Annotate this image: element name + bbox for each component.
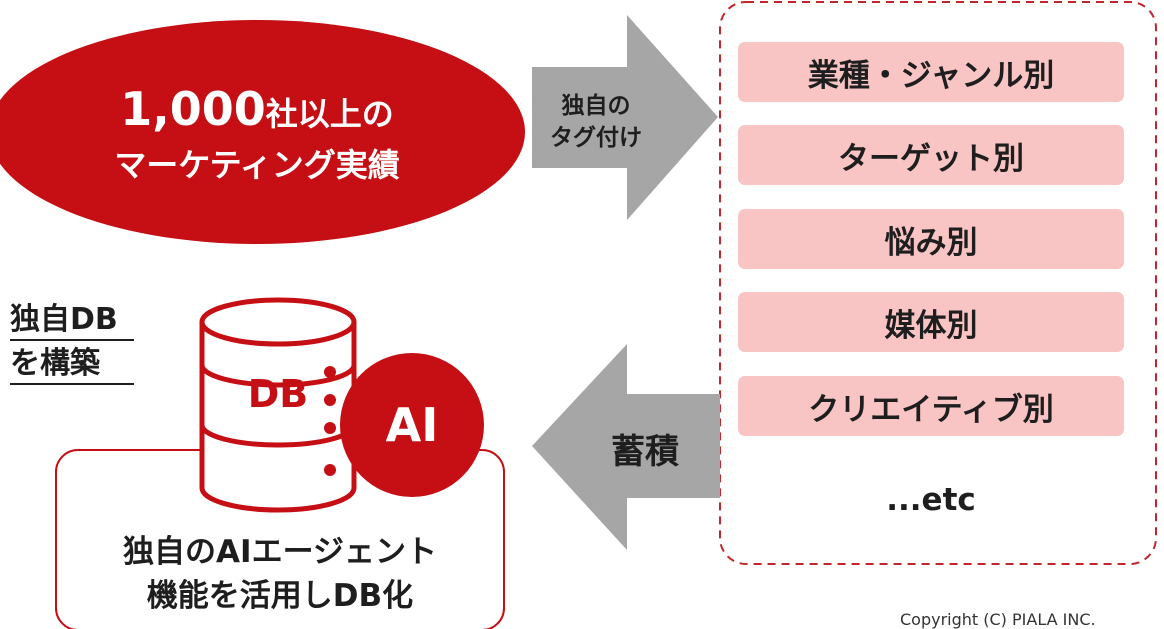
copyright: Copyright (C) PIALA INC. [900,610,1096,629]
tag-target: ターゲット別 [738,125,1124,185]
accumulate-arrow-label: 蓄積 [611,432,679,472]
tagging-label-line1: 独自の [561,93,631,119]
achievement-ellipse [0,20,525,244]
ai-badge-label: AI [385,398,439,452]
agent-box-line1: 独自のAIエージェント [123,534,437,570]
tags-dashed-container [719,1,1157,565]
ai-badge-circle [340,353,484,497]
db-build-line2: を構築 [10,346,100,381]
achievement-line1: 1,000社以上の [0,82,514,136]
accumulate-arrow [532,344,720,550]
tagging-label-line2: タグ付け [550,125,642,151]
achievement-line2: マーケティング実績 [114,146,400,184]
achievement-suffix: 社以上の [265,95,394,133]
db-icon-label: DB [247,372,309,416]
db-build-line1: 独自DB [10,302,118,337]
database-dots [324,366,336,476]
tagging-arrow-label: 独自の タグ付け [532,90,660,154]
tag-creative: クリエイティブ別 [738,376,1124,436]
agent-box-text: 独自のAIエージェント 機能を活用しDB化 [56,530,504,618]
tagging-arrow [532,15,718,220]
tag-pain-point: 悩み別 [738,209,1124,269]
achievement-number: 1,000 [120,82,266,136]
tag-media: 媒体別 [738,292,1124,352]
agent-box-line2: 機能を活用しDB化 [146,578,414,614]
database-icon [199,297,357,513]
db-build-label: 独自DB を構築 [10,298,140,386]
tags-etc: ...etc [886,482,976,518]
tag-industry-genre: 業種・ジャンル別 [738,42,1124,102]
